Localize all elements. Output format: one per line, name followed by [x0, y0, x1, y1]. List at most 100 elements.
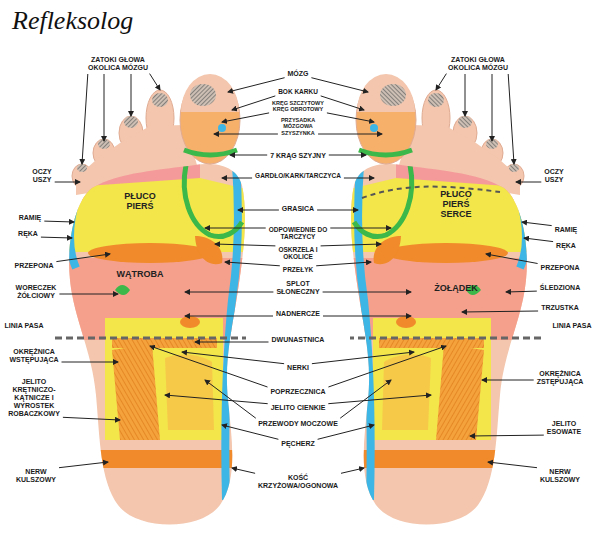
- leader-line: [482, 380, 534, 381]
- leader-line: [318, 134, 382, 135]
- leader-line: [340, 380, 391, 418]
- organ-label: PĘCHERZ: [273, 440, 323, 448]
- leader-line: [524, 238, 553, 242]
- organ-label: JELITO KRĘTNICZO-KĄTNICZE I WYROSTEK ROB…: [4, 378, 64, 418]
- organ-label: RĘKA: [10, 230, 46, 238]
- leader-line: [465, 74, 466, 116]
- organ-label: NADNERCZE: [268, 310, 328, 318]
- leader-line: [205, 380, 256, 418]
- leader-line: [82, 74, 88, 164]
- leader-line: [341, 468, 364, 473]
- organ-label: MÓZG: [278, 70, 318, 78]
- organ-label: KRĘG SZCZYTOWY KRĘG OBROTOWY: [268, 100, 328, 113]
- leader-line: [492, 74, 493, 141]
- leader-line: [41, 237, 72, 239]
- leader-line: [327, 113, 374, 122]
- organ-label: PRZEPONA: [535, 264, 585, 272]
- leader-line: [150, 346, 268, 387]
- leader-line: [330, 228, 391, 229]
- organ-label: NERKI: [278, 364, 318, 372]
- organ-label: KOŚĆ KRZYŻOWA/OGONOWA: [258, 474, 338, 490]
- leader-line: [238, 210, 279, 211]
- leader-line: [230, 155, 267, 156]
- heart-line: [362, 187, 500, 198]
- organ-label: DWUNASTNICA: [266, 336, 330, 344]
- leader-line: [328, 346, 446, 387]
- right-foot: [346, 74, 541, 525]
- leader-line: [462, 311, 538, 312]
- leader-line: [165, 395, 268, 404]
- organ-zone: ŻOŁĄDEK: [421, 284, 491, 294]
- organ-label: POPRZECZNICA: [263, 388, 333, 396]
- left-foot: [55, 74, 250, 525]
- organ-label: RAMIĘ: [12, 214, 48, 222]
- organ-label: PRZYSADKA MÓZGOWA SZYSZYNKA: [268, 117, 328, 136]
- chart-title: Refleksolog: [12, 6, 133, 36]
- leader-line: [131, 74, 132, 116]
- leader-line: [232, 96, 275, 110]
- zone-name: WĄTROBA: [105, 270, 175, 280]
- leader-line: [329, 155, 366, 156]
- organ-label: LINIA PASA: [4, 322, 44, 330]
- leader-line: [104, 74, 105, 141]
- leader-line: [228, 78, 285, 92]
- leader-line: [62, 362, 119, 363]
- organ-label: LINIA PASA: [552, 322, 592, 330]
- organ-label: GARDŁO/KARK/TARCZYCA: [246, 172, 350, 179]
- zone-name: ŻOŁĄDEK: [421, 284, 491, 294]
- leader-line: [182, 352, 284, 364]
- leader-line: [318, 425, 374, 439]
- leader-line: [56, 254, 110, 262]
- leader-line: [222, 178, 252, 179]
- leader-line: [59, 462, 108, 468]
- leader-line: [323, 316, 411, 317]
- organ-zone: PŁUCO PIERŚ: [110, 192, 170, 212]
- organ-label: NERW KULSZOWY: [532, 468, 588, 484]
- organ-label: RĘKA: [548, 242, 584, 250]
- leader-line: [222, 425, 278, 439]
- leader-line: [55, 182, 80, 183]
- leader-line: [506, 291, 537, 293]
- organ-label: OSKRZELA I OKOLICE: [268, 246, 328, 261]
- leader-line: [185, 316, 273, 317]
- organ-label: WORECZEK ŻÓŁCIOWY: [6, 284, 66, 300]
- leader-line: [44, 221, 74, 223]
- organ-label: PRZEŁYK: [273, 266, 323, 273]
- leader-line: [317, 210, 358, 211]
- leader-line: [311, 78, 368, 92]
- leader-line: [59, 294, 118, 295]
- organ-label: RAMIĘ: [548, 226, 584, 234]
- organ-label: JELITO CIENKIE: [263, 404, 333, 412]
- leader-line: [321, 244, 381, 246]
- leader-line: [488, 462, 537, 468]
- leader-line: [516, 182, 541, 183]
- organ-label: 7 KRĄG SZYJNY: [258, 152, 338, 160]
- organ-label: ZATOKI GŁOWA OKOLICA MÓZGU: [446, 56, 510, 72]
- leader-line: [232, 468, 255, 473]
- leader-line: [215, 244, 275, 246]
- leader-line: [323, 292, 411, 293]
- leader-line: [486, 254, 538, 264]
- organ-label: ZATOKI GŁOWA OKOLICA MÓZGU: [86, 56, 150, 72]
- leader-line: [344, 178, 374, 179]
- organ-label: OKRĘŻNICA ZSTĘPUJĄCA: [530, 370, 590, 386]
- organ-zone: PŁUCO PIERŚ SERCE: [426, 190, 486, 220]
- organ-label: OCZY USZY: [536, 168, 572, 184]
- leader-line: [470, 435, 544, 437]
- leader-line: [328, 395, 431, 404]
- organ-label: OKRĘŻNICA WSTĘPUJĄCA: [4, 348, 64, 364]
- organ-label: SPLOT SŁONECZNY: [268, 280, 328, 296]
- leader-line: [312, 352, 414, 364]
- leader-line: [436, 74, 446, 90]
- zone-name: PŁUCO PIERŚ: [110, 192, 170, 212]
- leader-line: [222, 113, 269, 122]
- leader-line: [321, 96, 364, 110]
- zone-name: PŁUCO PIERŚ SERCE: [426, 190, 486, 220]
- organ-label: PRZEWODY MOCZOWE: [258, 420, 338, 428]
- organ-label: ODPOWIEDNIE DO TARCZYCY: [263, 226, 333, 241]
- leader-line: [185, 292, 273, 293]
- organ-label: PRZEPONA: [9, 262, 59, 270]
- leader-line: [508, 74, 514, 164]
- right-foot-shape: [346, 74, 541, 525]
